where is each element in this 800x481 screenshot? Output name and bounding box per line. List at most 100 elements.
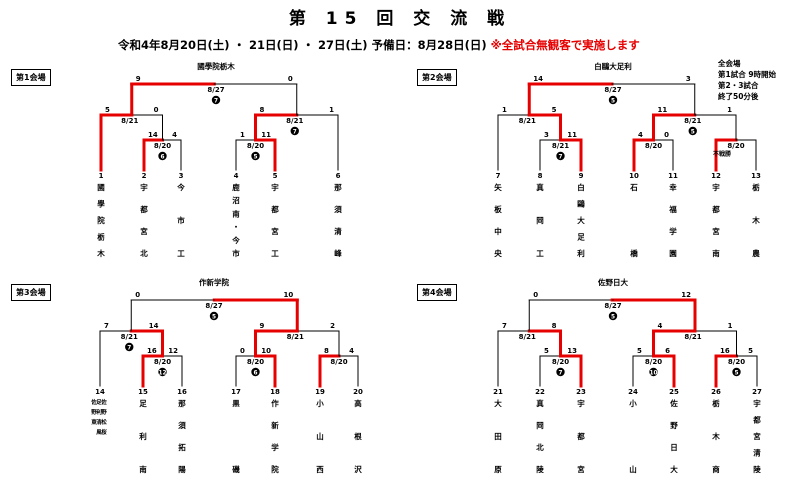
team-name-char: 院: [97, 215, 105, 225]
team-name-char: 北: [140, 248, 148, 258]
team-number: 18: [270, 388, 280, 396]
team-number: 3: [179, 172, 184, 180]
team-name-char: 都: [270, 204, 279, 214]
team-name-char: 陵: [536, 464, 544, 474]
team-name-char: 足: [577, 233, 585, 242]
team-number: 13: [751, 172, 761, 180]
team-name-char: 松: [101, 418, 107, 426]
team-name-char: 野: [91, 408, 97, 416]
team-number: 15: [138, 388, 148, 396]
game-number-badge: [251, 367, 260, 377]
game-number: 7: [127, 345, 131, 351]
team-name-char: 須: [333, 204, 342, 214]
team-name-char: 田: [494, 432, 502, 441]
match-date: 8/20: [645, 358, 662, 366]
team-number: 20: [353, 388, 363, 396]
team-name-char: 沢: [354, 464, 362, 474]
score-right: 1: [329, 106, 334, 114]
score-right: 12: [681, 291, 691, 299]
team-name-char: 那: [178, 399, 186, 408]
team-name-char: 園: [669, 249, 677, 258]
score-right: 5: [748, 347, 753, 355]
team-name-char: 佐: [669, 398, 678, 408]
score-right: 3: [686, 75, 691, 83]
score-right: 4: [349, 347, 354, 355]
host-school-label: 白鷗大足利: [594, 61, 632, 71]
venue-3-label: 第3会場: [11, 284, 51, 301]
team-name-char: 大: [577, 215, 585, 225]
team-name-char: 宮: [577, 464, 585, 474]
game-number-badge: [209, 311, 219, 321]
team-name-char: 院: [271, 464, 279, 474]
match-date: 8/20: [645, 142, 662, 150]
team-name-char: 宇: [577, 398, 585, 408]
match-date: 8/21: [684, 333, 701, 341]
team-name-char: 大: [494, 398, 502, 408]
score-left: 4: [658, 322, 663, 330]
team-name-char: 學: [97, 199, 105, 209]
score-left: 11: [658, 106, 668, 114]
score-left: 5: [544, 347, 549, 355]
team-number: 4: [234, 172, 239, 180]
match-date: 8/27: [604, 302, 621, 310]
team-name-char: 木: [751, 215, 760, 225]
team-name-char: 清: [96, 418, 102, 426]
team-name-char: 鷗: [577, 199, 585, 209]
team-name-char: 峰: [334, 248, 342, 258]
game-number-badge: [556, 151, 565, 161]
game-number: 6: [160, 154, 164, 160]
note-line: 全会場: [718, 59, 741, 68]
team-name-char: 宇: [140, 182, 148, 192]
note-line: 第1試合 9時開始: [718, 70, 777, 79]
team-number: 27: [752, 388, 762, 396]
game-number-badge: [211, 95, 221, 105]
game-number: 5: [691, 129, 695, 135]
venue-4-label: 第4会場: [417, 284, 457, 301]
team-number: 5: [273, 172, 278, 180]
game-number-badge: [608, 95, 618, 105]
score-left: 14: [533, 75, 543, 83]
score-right: 10: [261, 347, 271, 355]
team-number: 9: [579, 172, 584, 180]
score-right: 2: [330, 322, 335, 330]
score-left: 1: [502, 106, 507, 114]
team-name-char: 鹿: [232, 182, 240, 192]
team-name-char: 國: [97, 183, 105, 192]
team-name-char: 都: [752, 415, 761, 425]
match-date: 8/20: [727, 142, 744, 150]
team-name-char: 中: [494, 226, 502, 236]
team-name-char: 陵: [753, 464, 761, 474]
game-number: 7: [214, 98, 218, 104]
match-date: 8/21: [286, 117, 303, 125]
score-right: 4: [172, 131, 177, 139]
team-name-char: 利: [138, 431, 147, 441]
score-right: 11: [261, 131, 271, 139]
score-right: 14: [149, 322, 159, 330]
game-number: 7: [558, 370, 562, 376]
match-date: 8/21: [121, 333, 138, 341]
match-date: 8/20: [552, 358, 569, 366]
game-number-badge: [608, 311, 618, 321]
score-right: 5: [552, 106, 557, 114]
match-date: 8/20: [247, 358, 264, 366]
team-name-char: 商: [712, 464, 720, 474]
team-name-char: 利: [96, 408, 102, 416]
team-name-char: 宮: [753, 431, 761, 441]
team-name-char: 橋: [630, 248, 638, 258]
score-left: 9: [260, 322, 265, 330]
game-number-badge: [158, 367, 167, 377]
game-number-badge: [290, 126, 299, 136]
game-number: 5: [611, 98, 615, 104]
team-name-char: 岡: [536, 421, 544, 430]
no-spectators-notice: ※全試合無観客で実施します: [490, 38, 640, 52]
game-number-badge: [556, 367, 565, 377]
game-number: 10: [649, 370, 657, 376]
game-number-badge: [158, 151, 167, 161]
team-name-char: 栃: [752, 182, 760, 192]
team-name-char: 那: [334, 183, 342, 192]
venue-2-label: 第2会場: [417, 69, 457, 86]
team-name-char: 根: [354, 431, 362, 441]
venue-1-label: 第1会場: [11, 69, 51, 86]
score-left: 0: [240, 347, 245, 355]
team-name-char: 清: [753, 448, 761, 458]
